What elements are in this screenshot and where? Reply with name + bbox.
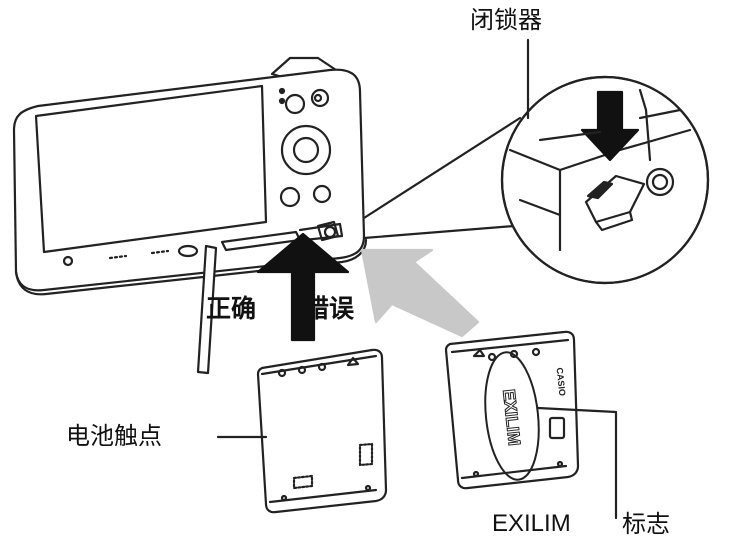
zoom-line-top — [364, 118, 520, 218]
battery-front — [258, 350, 386, 512]
correct-label: 正确 — [206, 296, 256, 321]
latch-detail-circle — [502, 77, 708, 283]
mark-label: 标志 — [622, 512, 670, 536]
wrong-label: 错误 — [304, 296, 354, 321]
wrong-direction-arrow — [362, 250, 478, 336]
exilim-label: EXILIM — [492, 512, 571, 536]
latch-label: 闭锁器 — [470, 8, 542, 32]
zoom-line-bottom — [364, 226, 514, 238]
battery-contacts-label: 电池触点 — [66, 424, 162, 448]
